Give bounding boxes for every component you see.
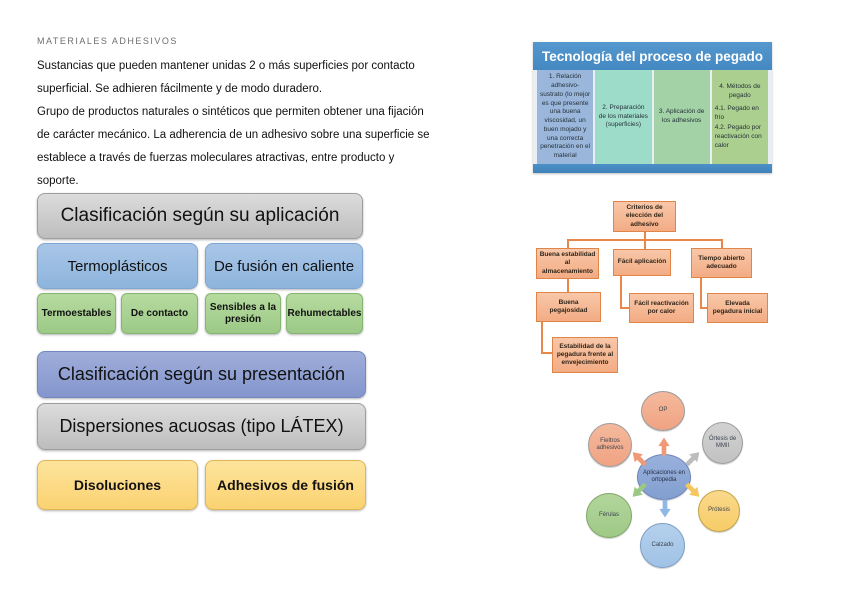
page-title: MATERIALES ADHESIVOS (37, 36, 178, 46)
criteria-facil-aplicacion: Fácil aplicación (613, 249, 671, 276)
classification-presentation-title: Clasificación según su presentación (37, 351, 366, 398)
process-step-4-list: 4.1. Pegado en frío 4.2. Pegado por reac… (715, 103, 765, 151)
box-adhesivos-fusion: Adhesivos de fusión (205, 460, 366, 510)
box-sensibles-presion: Sensibles a la presión (205, 293, 281, 334)
process-step-4: 4. Métodos de pegado 4.1. Pegado en frío… (711, 70, 768, 164)
radial-node-ferulas: Férulas (586, 493, 632, 538)
process-step-4-item-1: 4.1. Pegado en frío (714, 104, 759, 121)
box-de-contacto: De contacto (121, 293, 198, 334)
radial-node-fieltros-adhesivos: Fieltros adhesivos (588, 423, 632, 467)
process-step-4-title: 4. Métodos de pegado (719, 83, 761, 100)
radial-node-ortesis-mmii: Órtesis de MMII (702, 422, 743, 464)
radial-node-op: OP (641, 391, 685, 431)
connector (541, 322, 543, 354)
criteria-buena-pegajosidad: Buena pegajosidad (536, 292, 601, 322)
box-termoplasticos: Termoplásticos (37, 243, 198, 289)
connector (620, 276, 622, 309)
connector (700, 307, 708, 309)
connector (567, 279, 569, 293)
criteria-elevada-pegadura: Elevada pegadura inicial (707, 293, 768, 323)
process-table-footer-band (533, 163, 772, 173)
connector (700, 278, 702, 309)
radial-node-protesis: Prótesis (698, 490, 740, 532)
criteria-tiempo-abierto: Tiempo abierto adecuado (691, 248, 752, 278)
box-rehumectables: Rehumectables (286, 293, 363, 334)
criteria-estabilidad-almacenamiento: Buena estabilidad al almacenamiento (536, 248, 599, 279)
process-step-3: 3. Aplicación de los adhesivos (653, 70, 710, 164)
process-step-4-item-2: 4.2. Pegado por reactivación con calor (714, 124, 762, 149)
intro-paragraph-2: Grupo de productos naturales o sintético… (37, 106, 430, 187)
process-table-body: 1. Relación adhesivo-sustrato (lo mejor … (533, 70, 772, 164)
box-fusion-caliente: De fusión en caliente (205, 243, 363, 289)
connector (644, 239, 646, 250)
arrow-down-icon (659, 500, 672, 518)
box-termoestables: Termoestables (37, 293, 116, 334)
process-step-1: 1. Relación adhesivo-sustrato (lo mejor … (537, 70, 594, 164)
process-table-title: Tecnología del proceso de pegado (533, 42, 772, 71)
box-disoluciones: Disoluciones (37, 460, 198, 510)
process-table: Tecnología del proceso de pegado 1. Rela… (533, 42, 772, 173)
radial-center-aplicaciones-ortopedia: Aplicaciones en ortopedia (637, 454, 691, 500)
connector (721, 239, 723, 249)
connector (620, 307, 629, 309)
intro-paragraph-1: Sustancias que pueden mantener unidas 2 … (37, 60, 415, 95)
box-dispersiones-acuosas: Dispersiones acuosas (tipo LÁTEX) (37, 403, 366, 450)
connector (644, 231, 646, 240)
classification-application-title: Clasificación según su aplicación (37, 193, 363, 239)
connector (541, 352, 552, 354)
criteria-root: Criterios de elección del adhesivo (613, 201, 676, 232)
process-step-2: 2. Preparación de los materiales (superf… (595, 70, 652, 164)
radial-node-calzado: Calzado (640, 523, 685, 568)
connector (567, 239, 569, 248)
criteria-facil-reactivacion: Fácil reactivación por calor (629, 293, 694, 323)
arrow-up-icon (658, 438, 671, 456)
criteria-estabilidad-envejecimiento: Estabilidad de la pegadura frente al env… (552, 337, 618, 373)
